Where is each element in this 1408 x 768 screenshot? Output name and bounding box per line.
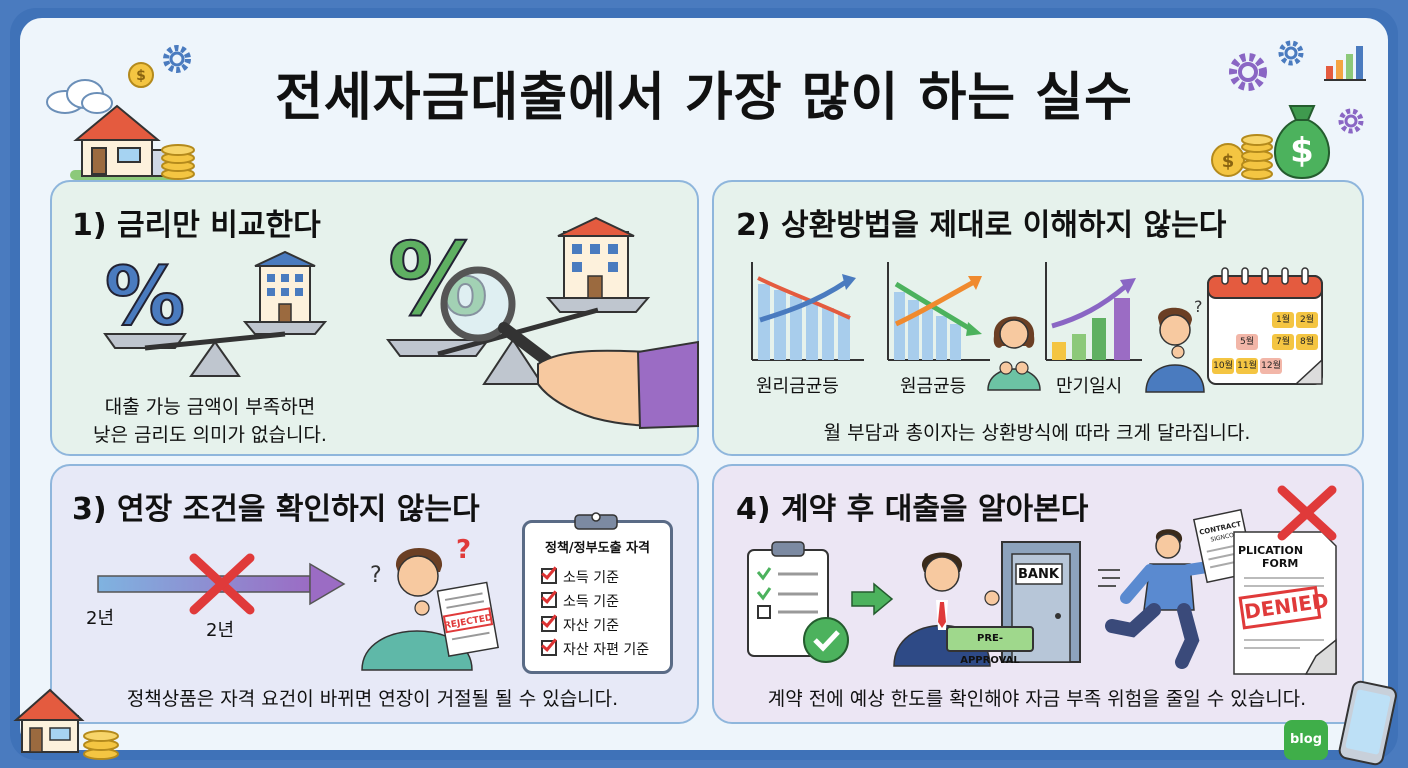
money-bag-icon: $ bbox=[1274, 105, 1330, 180]
panel-heading: 1) 금리만 비교한다 bbox=[72, 208, 321, 243]
panel-caption: 정책상품은 자격 요건이 바뀌면 연장이 거절될 될 수 있습니다. bbox=[126, 688, 619, 710]
coin-stack-icon bbox=[83, 730, 119, 760]
clipboard-check-icon bbox=[747, 541, 849, 663]
calendar-icon bbox=[1207, 267, 1323, 385]
svg-text:$: $ bbox=[1222, 151, 1235, 172]
bank-sign: BANK bbox=[1018, 567, 1059, 582]
coin-stack-icon bbox=[161, 144, 195, 180]
checkbox-checked-icon bbox=[541, 592, 557, 608]
svg-text:$: $ bbox=[136, 68, 146, 84]
svg-text:%: % bbox=[105, 250, 185, 343]
arrow-right-icon bbox=[851, 582, 894, 616]
calendar-cell: 12월 bbox=[1260, 358, 1282, 374]
gear-icon bbox=[1338, 108, 1364, 134]
house-icon bbox=[13, 688, 85, 753]
term-label: 2년 bbox=[206, 620, 235, 641]
checkbox-checked-icon bbox=[541, 640, 557, 656]
gear-icon bbox=[1278, 40, 1304, 66]
thinking-person-icon: ? bbox=[1145, 297, 1205, 393]
eligibility-checklist: 정책/정부도출 자격 소득 기준 소득 기준 자산 기준 자산 자편 기준 bbox=[522, 512, 673, 674]
cloud-icon bbox=[46, 79, 113, 114]
dollar-coin-icon: $ bbox=[128, 62, 154, 88]
balance-scale-illustration: % bbox=[103, 249, 328, 377]
magnifier-scale-illustration: % bbox=[386, 216, 699, 430]
smartphone-icon bbox=[1338, 680, 1397, 766]
calendar-cell: 1월 bbox=[1272, 312, 1294, 328]
svg-text:?: ? bbox=[1194, 297, 1203, 316]
coin-stack-icon bbox=[1241, 134, 1273, 180]
equal-payment-chart-icon bbox=[751, 262, 864, 361]
checkbox-checked-icon bbox=[541, 568, 557, 584]
running-person-icon bbox=[1098, 529, 1220, 669]
checkbox-checked-icon bbox=[541, 616, 557, 632]
calendar-cell: 11월 bbox=[1236, 358, 1258, 374]
panel-heading: 2) 상환방법을 제대로 이해하지 않는다 bbox=[736, 208, 1227, 243]
method-label: 원리금균등 bbox=[756, 376, 839, 397]
clipboard-clip-icon bbox=[574, 512, 618, 530]
term-label: 2년 bbox=[86, 608, 115, 629]
svg-text:?: ? bbox=[456, 535, 471, 565]
panel-caption: 계약 전에 예상 한도를 확인해야 자금 부족 위험을 줄일 수 있습니다. bbox=[767, 688, 1307, 710]
calendar-cell: 2월 bbox=[1296, 312, 1318, 328]
panel-heading: 4) 계약 후 대출을 알아본다 bbox=[736, 492, 1089, 527]
checklist-title: 정책/정부도출 자격 bbox=[545, 541, 650, 556]
dollar-coin-icon: $ bbox=[1211, 143, 1245, 177]
calendar-cell: 8월 bbox=[1296, 334, 1318, 350]
calendar-cell: 5월 bbox=[1236, 334, 1258, 350]
term-extension-arrow bbox=[97, 553, 346, 615]
panel-caption: 낮은 금리도 의미가 없습니다. bbox=[93, 424, 327, 446]
balloon-payment-chart-icon bbox=[1045, 262, 1142, 361]
checklist-item: 자산 기준 bbox=[541, 615, 619, 635]
confused-person-icon: ? ? REJECTED bbox=[361, 535, 500, 671]
svg-text:?: ? bbox=[370, 563, 382, 588]
method-label: 만기일시 bbox=[1056, 376, 1123, 397]
application-form-icon bbox=[1233, 531, 1337, 675]
red-x-icon bbox=[1277, 485, 1337, 541]
gear-icon bbox=[163, 45, 191, 73]
bank-door-icon bbox=[1001, 541, 1081, 663]
application-title: PLICATION bbox=[1238, 544, 1304, 557]
calendar-cell: 7월 bbox=[1272, 334, 1294, 350]
panel-heading: 3) 연장 조건을 확인하지 않는다 bbox=[72, 492, 480, 527]
svg-text:$: $ bbox=[1290, 131, 1314, 171]
checklist-item: 소득 기준 bbox=[541, 567, 619, 587]
checklist-item: 소득 기준 bbox=[541, 591, 619, 611]
checklist-item: 자산 자편 기준 bbox=[541, 639, 649, 659]
method-label: 원금균등 bbox=[900, 376, 967, 397]
contract-subtitle: SIGNCO bbox=[1210, 532, 1235, 544]
blog-badge[interactable]: blog bbox=[1284, 720, 1328, 760]
bar-chart-icon bbox=[1324, 46, 1366, 81]
equal-principal-chart-icon bbox=[887, 262, 990, 361]
calendar-cell: 10월 bbox=[1212, 358, 1234, 374]
page-title: 전세자금대출에서 가장 많이 하는 실수 bbox=[275, 68, 1133, 128]
gear-icon bbox=[1229, 53, 1267, 91]
application-subtitle: FORM bbox=[1262, 557, 1299, 570]
pre-approval-sign: PRE-APPROVAL bbox=[946, 626, 1034, 666]
panel-caption: 월 부담과 총이자는 상환방식에 따라 크게 달라집니다. bbox=[823, 422, 1251, 444]
businessman-icon bbox=[893, 552, 1000, 667]
worried-person-icon bbox=[987, 316, 1041, 391]
panel-caption: 대출 가능 금액이 부족하면 bbox=[104, 396, 316, 418]
